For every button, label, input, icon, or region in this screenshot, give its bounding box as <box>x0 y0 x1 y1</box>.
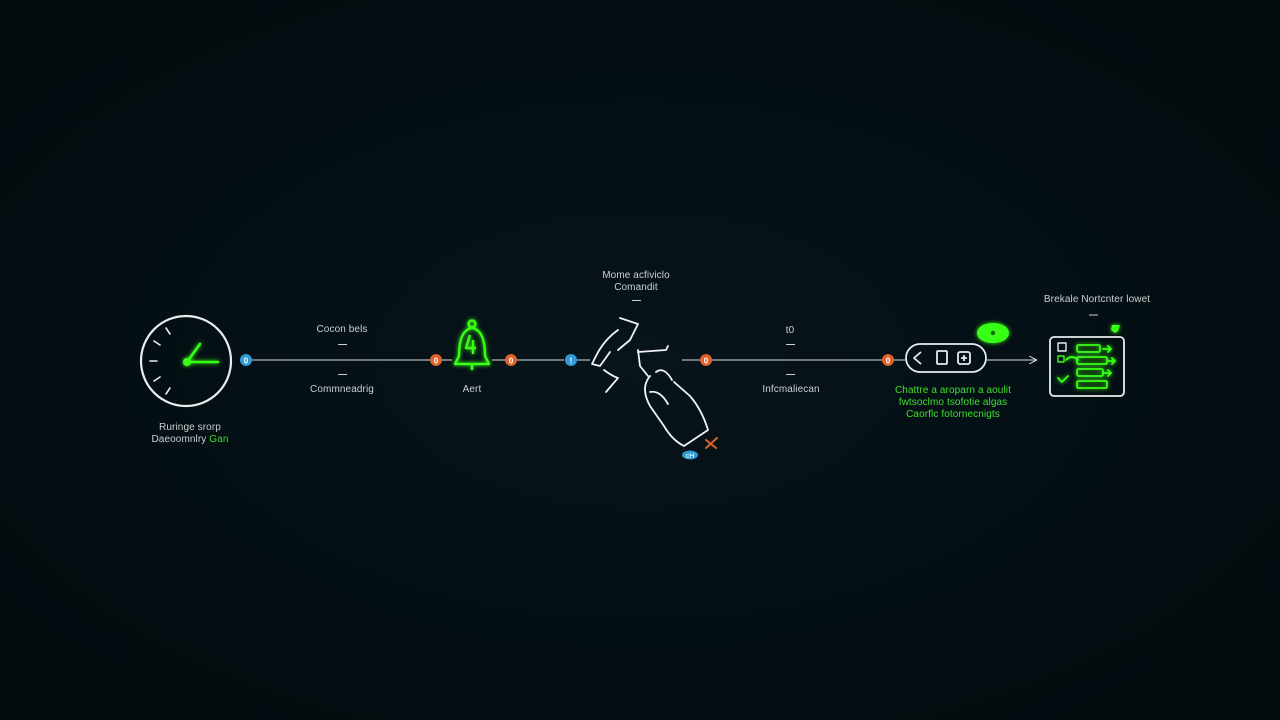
connector-node-dot <box>240 354 252 366</box>
gauge-label-line2: Daeoomnlry <box>151 434 207 445</box>
connector-node: 0 <box>505 354 517 366</box>
hand-top-line2: Comandit <box>614 282 658 293</box>
step4-top-dash <box>786 344 795 345</box>
connector-node-glyph: 0 <box>434 357 439 366</box>
connector-node-glyph: 0 <box>509 357 514 366</box>
connector-nodes: 0 0 0! 0 0 <box>240 354 894 366</box>
hand-badge <box>682 450 698 460</box>
bell-label: Aert <box>462 384 482 395</box>
connector-node: 0 <box>882 354 894 366</box>
step1-top-label: Cocon bels <box>316 324 368 335</box>
connector-node-glyph: ! <box>570 357 573 366</box>
connector-node: 0 <box>240 354 252 366</box>
connector-node-dot <box>565 354 577 366</box>
checklist-badge-icon <box>1111 325 1120 333</box>
hand-top-dash <box>632 300 641 301</box>
hand-badge-label: cH <box>686 453 695 460</box>
navigation-device <box>905 343 987 373</box>
gauge-icon <box>139 314 233 408</box>
device-label-line2: fwtsoclmo tsofotie algas <box>898 397 1008 408</box>
checklist-icon <box>1049 336 1125 397</box>
checklist-label: Brekale Nortcnter lowet <box>1043 294 1151 305</box>
connector-node-dot <box>700 354 712 366</box>
connector-node: 0 <box>700 354 712 366</box>
connector-node-glyph: 0 <box>886 357 891 366</box>
step1-bottom-label: Commneadrig <box>310 384 374 395</box>
step4-top-label: t0 <box>785 325 795 336</box>
step4-bottom-label: Infcmaliecan <box>762 384 820 395</box>
bell-icon <box>453 319 491 370</box>
cursor-spark-icon <box>705 437 718 449</box>
connector-node-glyph: 0 <box>244 357 249 366</box>
gauge-label-accent: Gan <box>209 434 229 445</box>
hand-tap-icon <box>591 317 709 447</box>
connector-node-dot <box>430 354 442 366</box>
device-label-line3: Caorflc fotornecnigts <box>906 409 1000 420</box>
step1-top-dash <box>338 344 347 345</box>
gauge-label-line1: Ruringe srorp <box>159 422 221 433</box>
hand-top-line1: Mome acfiviclo <box>602 270 670 281</box>
gauge-label: Ruringe srorp Daeoomnlry Gan <box>140 422 240 446</box>
connector-node: 0 <box>430 354 442 366</box>
device-label-line1: Chattre a aroparn a aoulit <box>894 385 1011 396</box>
connector-node-glyph: 0 <box>704 357 709 366</box>
hand-top-label: Mome acfiviclo Comandit <box>586 270 686 294</box>
connector-node-dot <box>882 354 894 366</box>
connector-node: ! <box>565 354 577 366</box>
connector-node-dot <box>505 354 517 366</box>
step1-bottom-dash <box>338 374 347 375</box>
device-label: Chattre a aroparn a aoulit fwtsoclmo tso… <box>883 385 1023 421</box>
step4-bottom-dash <box>786 374 795 375</box>
